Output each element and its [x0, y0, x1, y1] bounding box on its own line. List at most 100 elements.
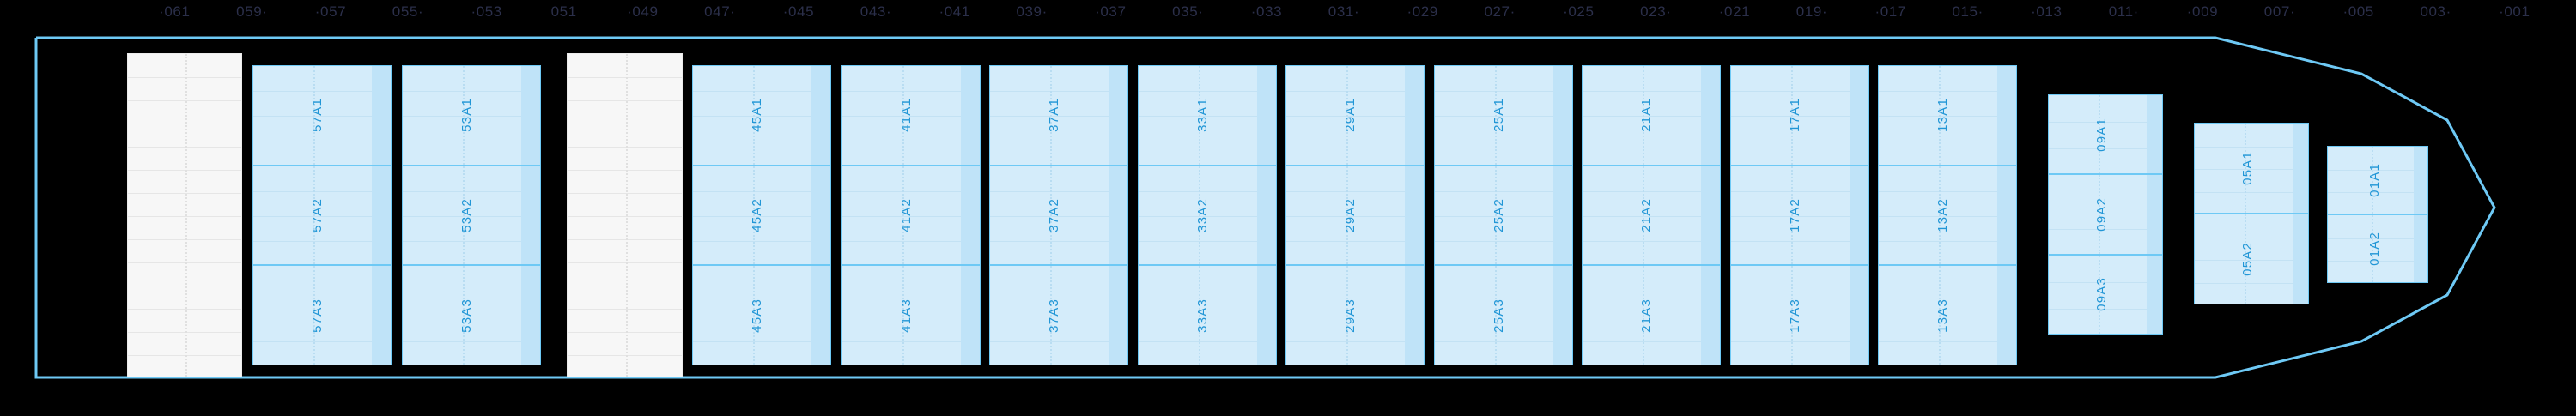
bay-tick-043: 043· [860, 3, 892, 20]
centreline-marker [753, 266, 755, 365]
bay-tier-37A2[interactable]: 37A2 [989, 165, 1128, 266]
bay-tier-label: 25A1 [1492, 98, 1506, 133]
bay-tier-label: 09A3 [2094, 277, 2109, 312]
bay-tier-57A2[interactable]: 57A2 [252, 165, 392, 266]
bay-tier-41A3[interactable]: 41A3 [841, 265, 981, 366]
bay-tier-41A2[interactable]: 41A2 [841, 165, 981, 266]
bay-tier-label: 09A2 [2094, 197, 2109, 232]
tier-slot-grid [990, 166, 1127, 265]
bay-tier-25A3[interactable]: 25A3 [1434, 265, 1573, 366]
bay-block-01A[interactable]: 01A1 01A2 [2327, 146, 2428, 283]
bay-tick-027: 027· [1484, 3, 1516, 20]
bay-tier-01A2[interactable]: 01A2 [2327, 214, 2428, 283]
bay-tier-05A1[interactable]: 05A1 [2194, 123, 2309, 214]
bay-tick-015: 015· [1952, 3, 1984, 20]
bay-tier-21A1[interactable]: 21A1 [1582, 65, 1721, 166]
centreline-marker [1050, 66, 1052, 165]
bay-tier-13A1[interactable]: 13A1 [1878, 65, 2017, 166]
overstow-strip [521, 166, 540, 265]
empty-slot-divider [568, 77, 682, 78]
centreline-marker [1939, 166, 1941, 265]
bay-tier-09A1[interactable]: 09A1 [2048, 94, 2163, 175]
tier-slot-grid [1583, 266, 1720, 365]
bay-tier-45A3[interactable]: 45A3 [692, 265, 831, 366]
tier-slot-grid [1879, 66, 2016, 165]
bay-tier-21A2[interactable]: 21A2 [1582, 165, 1721, 266]
bay-tier-37A1[interactable]: 37A1 [989, 65, 1128, 166]
bay-block-21A[interactable]: 21A1 21A2 21A3 [1582, 65, 1721, 366]
bay-tier-label: 05A2 [2240, 242, 2255, 276]
centreline-marker [902, 66, 904, 165]
bay-block-09A[interactable]: 09A1 09A2 09A3 [2048, 94, 2163, 335]
bay-tick-033: ·033 [1250, 3, 1283, 20]
overstow-strip [1553, 166, 1572, 265]
centreline-marker [1791, 266, 1793, 365]
bay-tick-053: ·053 [471, 3, 502, 20]
overstow-strip [1405, 66, 1424, 165]
tier-slot-grid [693, 166, 830, 265]
empty-block-mid[interactable] [567, 53, 683, 377]
bay-tier-17A1[interactable]: 17A1 [1730, 65, 1869, 166]
bay-tier-53A2[interactable]: 53A2 [402, 165, 541, 266]
bay-tier-33A2[interactable]: 33A2 [1138, 165, 1277, 266]
bay-tier-label: 21A2 [1639, 198, 1654, 232]
bay-tier-57A3[interactable]: 57A3 [252, 265, 392, 366]
overstow-strip [2147, 175, 2162, 254]
bay-tier-45A2[interactable]: 45A2 [692, 165, 831, 266]
centreline-marker [2245, 214, 2246, 304]
overstow-strip [1257, 66, 1276, 165]
bay-tier-25A1[interactable]: 25A1 [1434, 65, 1573, 166]
bay-tier-label: 01A2 [2366, 232, 2382, 266]
bay-tier-29A3[interactable]: 29A3 [1285, 265, 1425, 366]
bay-tier-29A2[interactable]: 29A2 [1285, 165, 1425, 266]
bay-tier-41A1[interactable]: 41A1 [841, 65, 981, 166]
bay-tier-13A3[interactable]: 13A3 [1878, 265, 2017, 366]
empty-block-left[interactable] [127, 53, 242, 377]
bay-tier-53A1[interactable]: 53A1 [402, 65, 541, 166]
bay-tier-53A3[interactable]: 53A3 [402, 265, 541, 366]
empty-slot-divider [128, 239, 241, 240]
centreline-marker [1346, 166, 1348, 265]
bay-tier-09A3[interactable]: 09A3 [2048, 254, 2163, 335]
bay-tier-45A1[interactable]: 45A1 [692, 65, 831, 166]
bay-tick-007: 007· [2263, 3, 2296, 20]
tier-slot-grid [2195, 124, 2308, 213]
tier-slot-grid [990, 66, 1127, 165]
bay-tier-13A2[interactable]: 13A2 [1878, 165, 2017, 266]
overstow-strip [521, 266, 540, 365]
bay-tick-055: 055· [392, 3, 424, 20]
bay-block-05A[interactable]: 05A1 05A2 [2194, 123, 2309, 304]
bay-tier-17A2[interactable]: 17A2 [1730, 165, 1869, 266]
overstow-strip [1405, 166, 1424, 265]
bay-tier-05A2[interactable]: 05A2 [2194, 214, 2309, 304]
bay-tier-37A3[interactable]: 37A3 [989, 265, 1128, 366]
centreline-marker [463, 266, 465, 365]
tier-slot-grid [1286, 66, 1424, 165]
bay-tier-17A3[interactable]: 17A3 [1730, 265, 1869, 366]
tier-slot-grid [2328, 215, 2427, 282]
bay-tier-25A2[interactable]: 25A2 [1434, 165, 1573, 266]
overstow-strip [372, 266, 391, 365]
overstow-strip [1553, 266, 1572, 365]
bay-tier-29A1[interactable]: 29A1 [1285, 65, 1425, 166]
overstow-strip [1405, 266, 1424, 365]
bay-tier-33A1[interactable]: 33A1 [1138, 65, 1277, 166]
bay-tier-33A3[interactable]: 33A3 [1138, 265, 1277, 366]
bay-tier-09A2[interactable]: 09A2 [2048, 174, 2163, 255]
bay-tier-21A3[interactable]: 21A3 [1582, 265, 1721, 366]
bay-tier-01A1[interactable]: 01A1 [2327, 146, 2428, 214]
bay-tier-57A1[interactable]: 57A1 [252, 65, 392, 166]
bay-tick-031: 031· [1327, 3, 1360, 20]
bay-tier-label: 33A3 [1195, 298, 1210, 333]
